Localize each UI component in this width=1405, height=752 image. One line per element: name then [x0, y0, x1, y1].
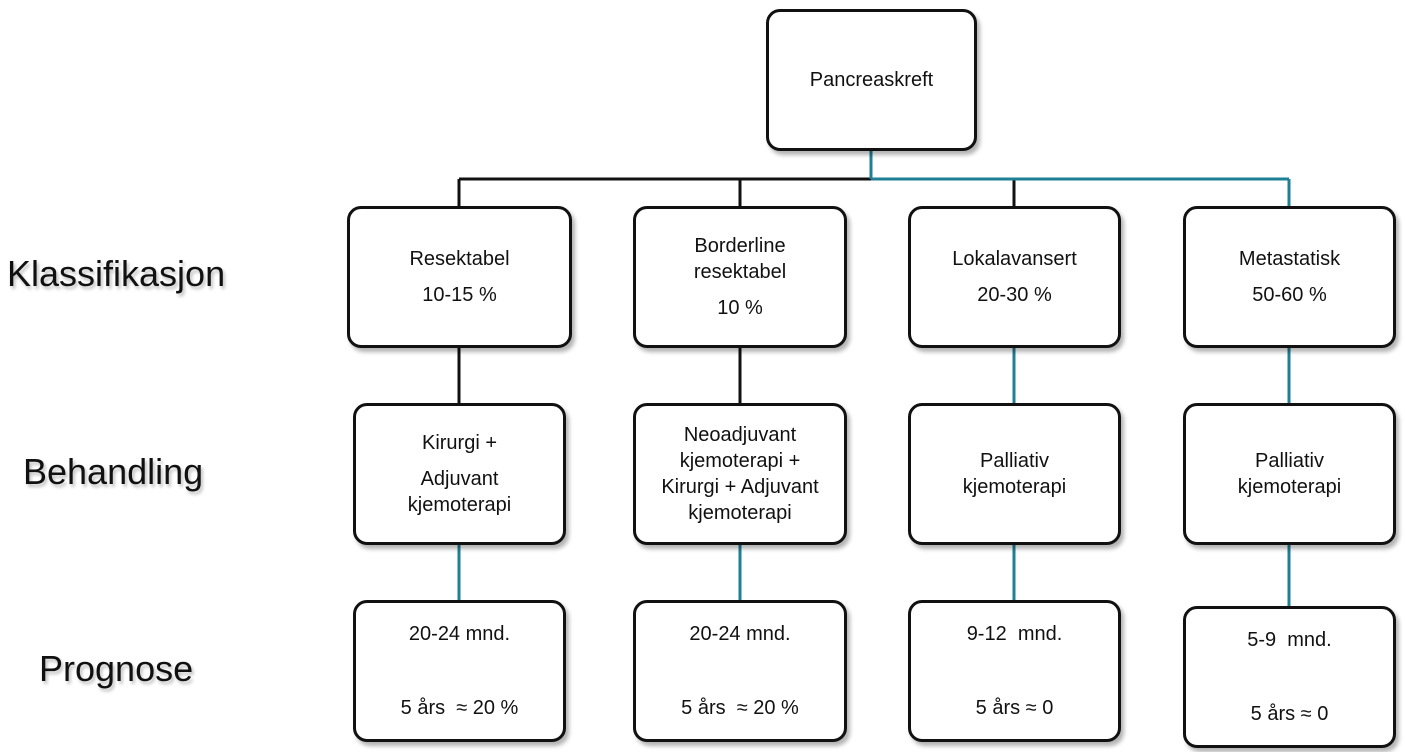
prognosis-node-locally-advanced: 9-12 mnd. 5 års ≈ 0 [908, 600, 1121, 742]
treatment-line: Palliativ [980, 450, 1049, 472]
classification-percent: 50-60 % [1252, 284, 1327, 306]
classification-name: Borderline [694, 235, 786, 257]
treatment-line: kjemoterapi [407, 494, 512, 516]
classification-percent: 10 % [717, 297, 763, 319]
treatment-line: kjemoterapi [1237, 476, 1342, 498]
prognosis-median: 20-24 mnd. [408, 623, 511, 645]
treatment-line: Palliativ [1255, 450, 1324, 472]
row-label-prognosis: Prognose [39, 648, 194, 689]
treatment-line: Kirurgi + [421, 432, 498, 454]
classification-node-borderline: Borderline resektabel 10 % [633, 206, 847, 348]
root-node: Pancreaskreft [766, 9, 977, 151]
treatment-line: Adjuvant [420, 468, 499, 490]
treatment-node-metastatic: Palliativ kjemoterapi [1183, 403, 1396, 545]
prognosis-node-resectable: 20-24 mnd. 5 års ≈ 20 % [353, 600, 566, 742]
classification-node-resectable: Resektabel 10-15 % [347, 206, 572, 348]
prognosis-five-year: 5 års ≈ 20 % [400, 697, 519, 719]
treatment-node-borderline: Neoadjuvant kjemoterapi + Kirurgi + Adju… [633, 403, 847, 545]
classification-name: Lokalavansert [952, 248, 1077, 270]
classification-name: resektabel [693, 261, 787, 283]
prognosis-median: 20-24 mnd. [689, 623, 791, 645]
root-label: Pancreaskreft [809, 69, 934, 91]
classification-name: Metastatisk [1238, 248, 1341, 270]
treatment-line: kjemoterapi + [679, 450, 801, 472]
prognosis-median: 5-9 mnd. [1247, 629, 1332, 651]
treatment-line: Kirurgi + Adjuvant [661, 476, 819, 498]
classification-node-locally-advanced: Lokalavansert 20-30 % [908, 206, 1121, 348]
prognosis-median: 9-12 mnd. [966, 623, 1063, 645]
prognosis-node-metastatic: 5-9 mnd. 5 års ≈ 0 [1183, 606, 1396, 748]
treatment-node-locally-advanced: Palliativ kjemoterapi [908, 403, 1121, 545]
treatment-line: kjemoterapi [962, 476, 1067, 498]
treatment-line: Neoadjuvant [683, 424, 797, 446]
prognosis-node-borderline: 20-24 mnd. 5 års ≈ 20 % [633, 600, 847, 742]
classification-percent: 20-30 % [977, 284, 1052, 306]
treatment-node-resectable: Kirurgi + Adjuvant kjemoterapi [353, 403, 566, 545]
treatment-line: kjemoterapi [688, 502, 792, 524]
row-label-treatment: Behandling [23, 451, 204, 492]
classification-name: Resektabel [409, 248, 510, 270]
prognosis-five-year: 5 års ≈ 0 [1250, 703, 1329, 725]
prognosis-five-year: 5 års ≈ 0 [975, 697, 1054, 719]
row-label-classification: Klassifikasjon [7, 253, 226, 294]
prognosis-five-year: 5 års ≈ 20 % [681, 697, 799, 719]
classification-node-metastatic: Metastatisk 50-60 % [1183, 206, 1396, 348]
classification-percent: 10-15 % [422, 284, 497, 306]
